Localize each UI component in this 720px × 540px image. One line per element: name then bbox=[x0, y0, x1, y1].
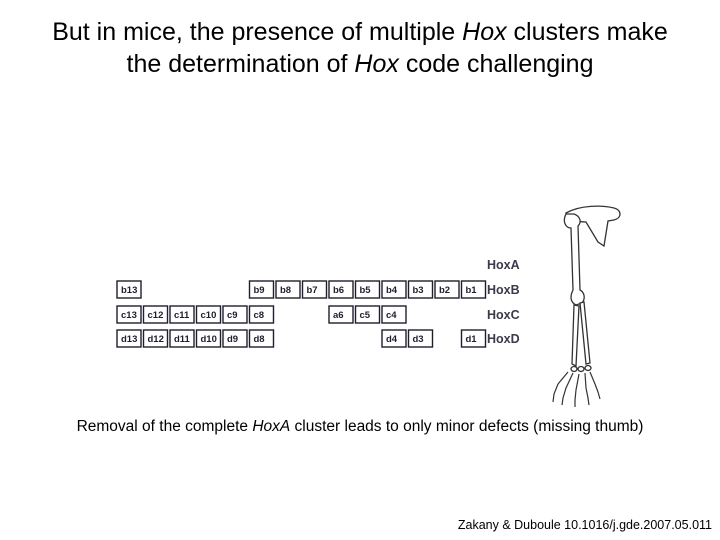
gene-label-c12: c12 bbox=[148, 310, 164, 321]
gene-box-b13 bbox=[116, 280, 142, 299]
gene-box-a6 bbox=[328, 305, 354, 324]
title-line-2-text: the determination of bbox=[126, 50, 355, 78]
gene-label-d8: d8 bbox=[254, 334, 265, 345]
gene-box-b6 bbox=[328, 280, 354, 299]
gene-box-c11 bbox=[169, 305, 195, 324]
forelimb-skeleton-illustration bbox=[552, 205, 621, 407]
gene-box-c9 bbox=[222, 305, 248, 324]
gene-box-b3 bbox=[407, 280, 434, 299]
gene-box-c5 bbox=[354, 305, 381, 324]
ulna bbox=[579, 301, 591, 365]
gene-label-b1: b1 bbox=[466, 285, 478, 296]
gene-label-b5: b5 bbox=[360, 285, 372, 296]
title-line-2: the determination of Hox code challengin… bbox=[0, 48, 720, 80]
title-line-2-text-end: code challenging bbox=[398, 50, 594, 78]
digit-2 bbox=[561, 372, 574, 406]
gene-box-b2 bbox=[434, 280, 460, 299]
gene-label-b9: b9 bbox=[254, 285, 265, 296]
title-line-2-italic: Hox bbox=[354, 50, 399, 78]
gene-box-d4 bbox=[381, 329, 407, 348]
gene-box-b7 bbox=[301, 280, 328, 299]
gene-label-c10: c10 bbox=[201, 310, 217, 321]
caption-italic: HoxA bbox=[252, 418, 291, 435]
gene-box-b8 bbox=[275, 280, 301, 299]
gene-box-b4 bbox=[381, 280, 407, 299]
gene-label-c13: c13 bbox=[121, 310, 137, 321]
gene-box-c12 bbox=[142, 305, 169, 324]
carpal-3 bbox=[584, 364, 592, 372]
gene-box-c13 bbox=[116, 305, 142, 324]
gene-label-d13: d13 bbox=[121, 334, 137, 345]
slide-title: But in mice, the presence of multiple Ho… bbox=[0, 16, 720, 80]
carpal-1 bbox=[570, 365, 578, 373]
title-line-1: But in mice, the presence of multiple Ho… bbox=[0, 16, 720, 48]
carpal-2 bbox=[577, 365, 585, 373]
gene-box-b9 bbox=[248, 280, 275, 299]
gene-label-d11: d11 bbox=[174, 334, 191, 345]
gene-label-b4: b4 bbox=[386, 285, 398, 296]
gene-label-c5: c5 bbox=[360, 310, 371, 321]
gene-label-b13: b13 bbox=[121, 285, 137, 296]
gene-label-a6: a6 bbox=[333, 310, 344, 321]
gene-label-d3: d3 bbox=[413, 334, 424, 345]
gene-label-b7: b7 bbox=[307, 285, 318, 296]
title-line-1-text: But in mice, the presence of multiple bbox=[52, 18, 463, 46]
gene-label-b6: b6 bbox=[333, 285, 344, 296]
gene-box-d13 bbox=[116, 329, 142, 348]
gene-label-d4: d4 bbox=[386, 334, 398, 345]
digit-1 bbox=[552, 371, 569, 403]
gene-label-b3: b3 bbox=[413, 285, 424, 296]
gene-label-d1: d1 bbox=[466, 334, 478, 345]
radius bbox=[571, 304, 580, 368]
gene-box-c4 bbox=[381, 305, 407, 324]
gene-label-d12: d12 bbox=[148, 334, 164, 345]
gene-label-b2: b2 bbox=[439, 285, 450, 296]
gene-label-c8: c8 bbox=[254, 310, 265, 321]
title-line-1-text-end: clusters make bbox=[506, 18, 668, 46]
digit-4 bbox=[584, 372, 590, 406]
gene-box-d1 bbox=[460, 329, 487, 348]
cluster-label-hoxd: HoxD bbox=[487, 332, 520, 346]
gene-box-d3 bbox=[407, 329, 434, 348]
cluster-label-hoxa: HoxA bbox=[487, 258, 520, 272]
gene-box-b1 bbox=[460, 280, 487, 299]
gene-box-b5 bbox=[354, 280, 381, 299]
gene-box-d9 bbox=[222, 329, 248, 348]
cluster-label-hoxc: HoxC bbox=[487, 308, 520, 322]
digit-3 bbox=[574, 373, 580, 407]
caption: Removal of the complete HoxA cluster lea… bbox=[0, 418, 720, 436]
gene-box-c10 bbox=[195, 305, 222, 324]
gene-box-d12 bbox=[142, 329, 169, 348]
digit-5 bbox=[589, 371, 601, 400]
gene-box-c8 bbox=[248, 305, 275, 324]
gene-box-d10 bbox=[195, 329, 222, 348]
caption-text-end: cluster leads to only minor defects (mis… bbox=[290, 418, 644, 435]
gene-label-c11: c11 bbox=[174, 310, 190, 321]
gene-box-d8 bbox=[248, 329, 275, 348]
gene-label-d10: d10 bbox=[201, 334, 217, 345]
gene-label-d9: d9 bbox=[227, 334, 238, 345]
gene-label-b8: b8 bbox=[280, 285, 291, 296]
gene-label-c4: c4 bbox=[386, 310, 397, 321]
gene-box-d11 bbox=[169, 329, 195, 348]
citation: Zakany & Duboule 10.1016/j.gde.2007.05.0… bbox=[457, 518, 712, 532]
gene-label-c9: c9 bbox=[227, 310, 238, 321]
title-line-1-italic: Hox bbox=[462, 18, 507, 46]
caption-text: Removal of the complete bbox=[76, 418, 253, 435]
humerus bbox=[563, 213, 585, 306]
cluster-label-hoxb: HoxB bbox=[487, 283, 520, 297]
